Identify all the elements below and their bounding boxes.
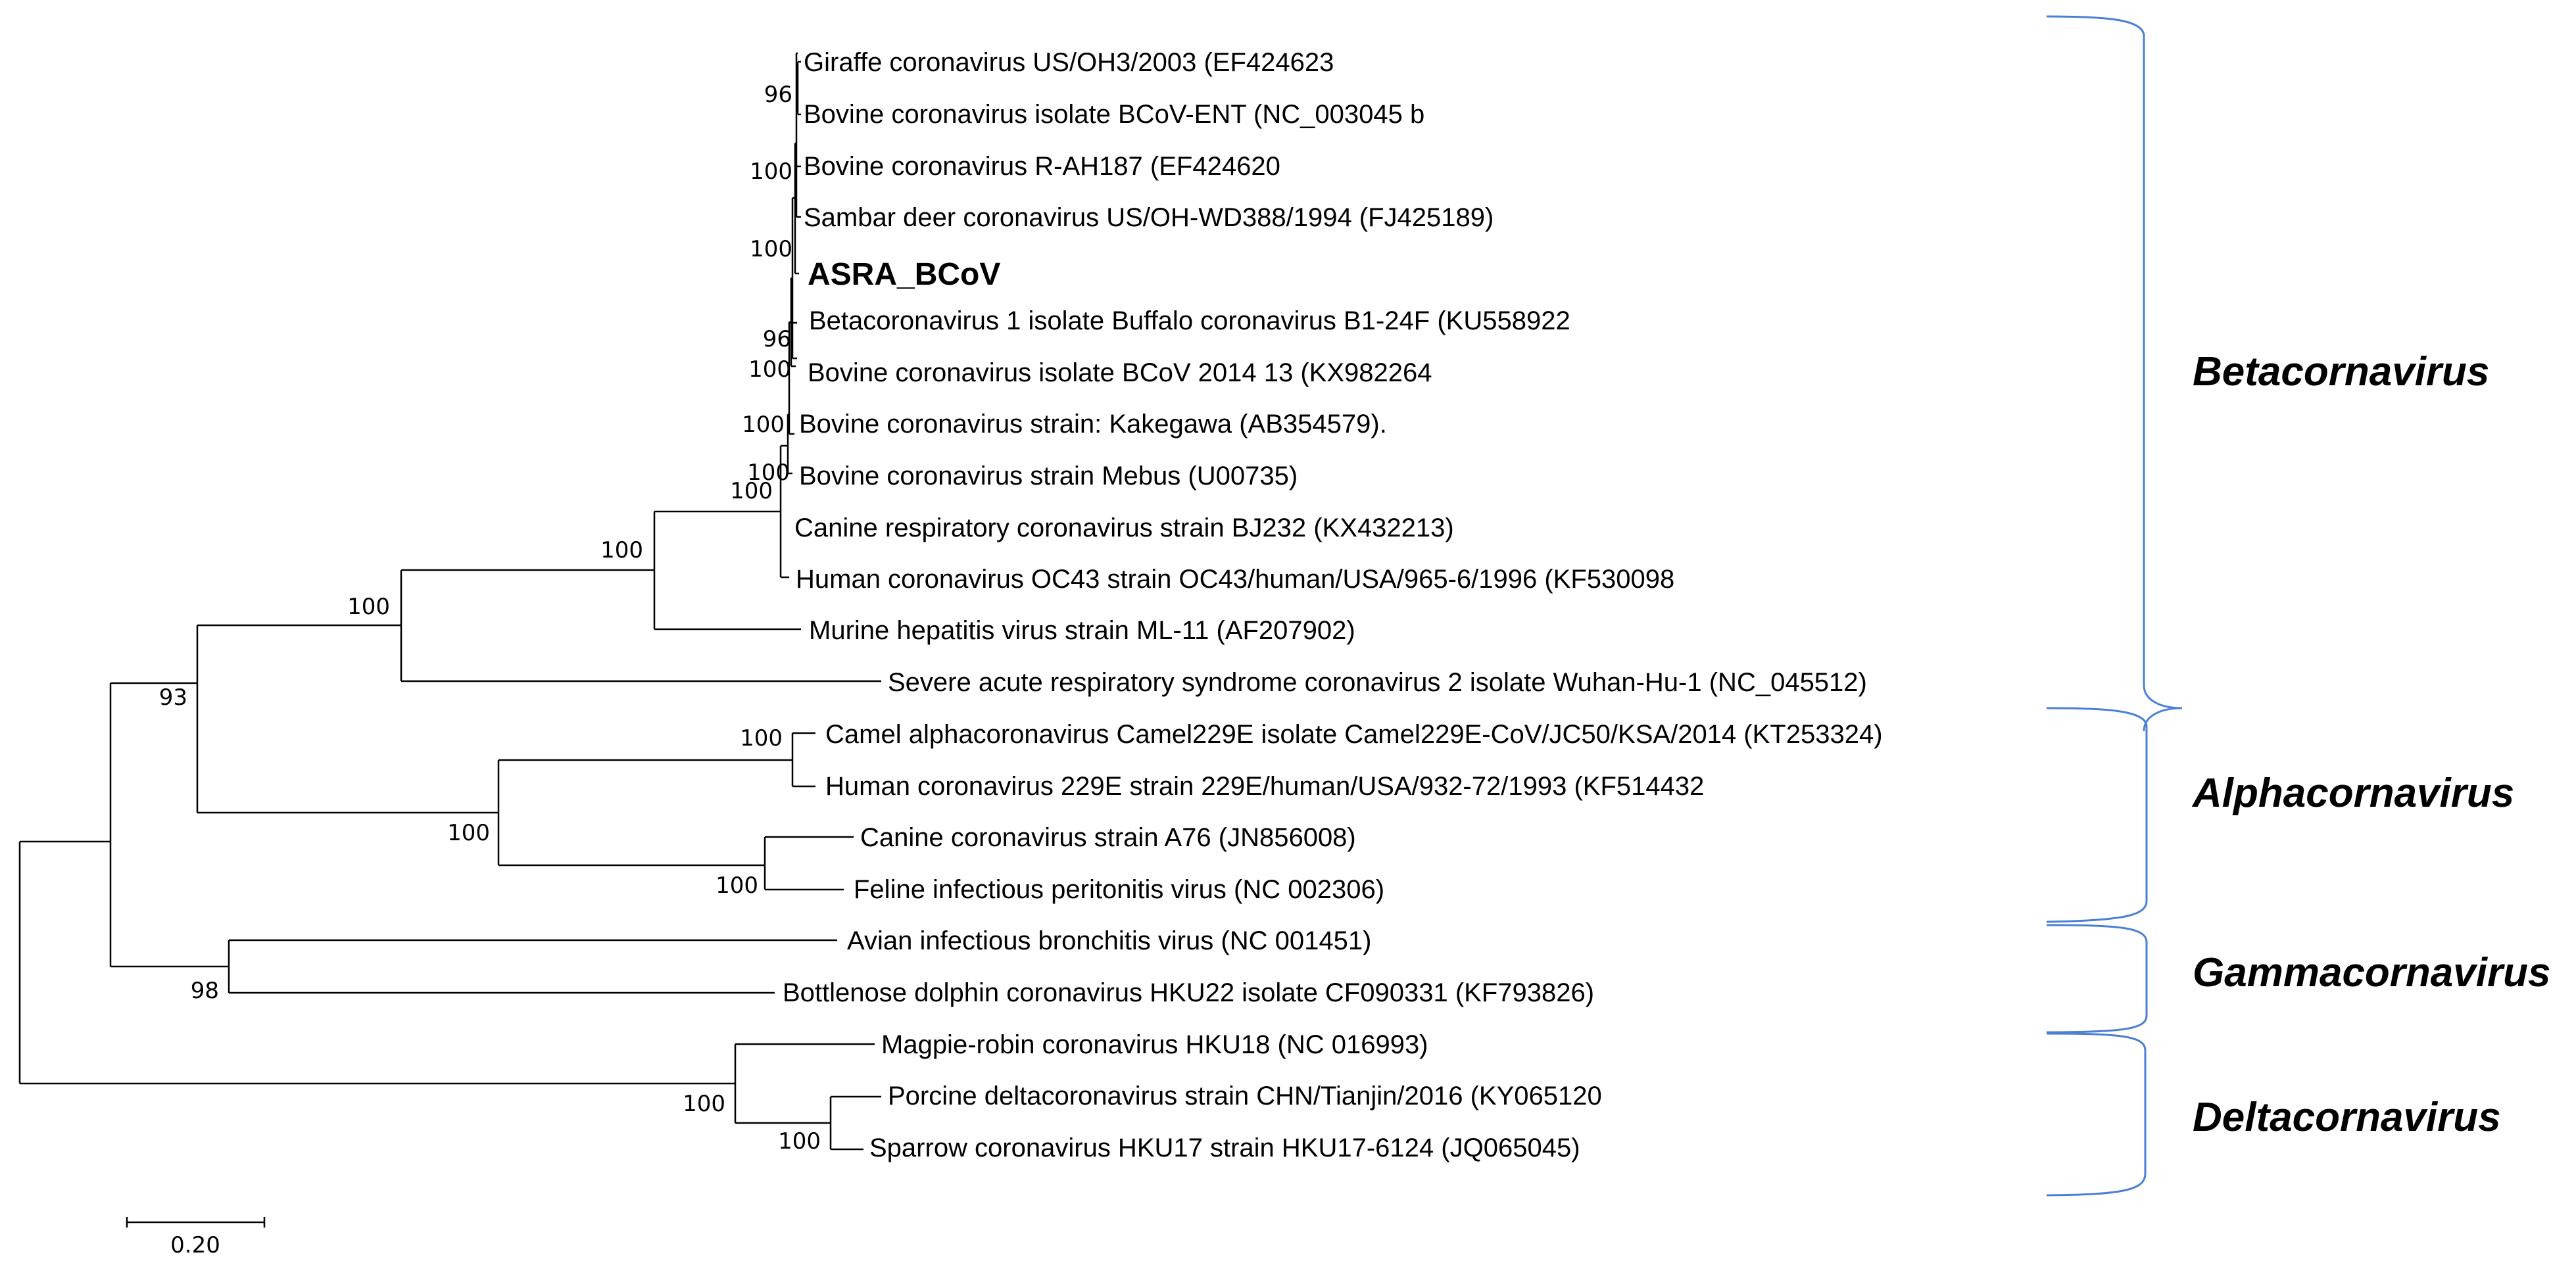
taxon-label: Camel alphacoronavirus Camel229E isolate…: [825, 720, 1883, 749]
support-value: 100: [740, 725, 783, 752]
genus-label-gamma: Gammacornavirus: [2193, 950, 2550, 995]
tree-branches: [18, 52, 881, 1151]
taxon-labels: Giraffe coronavirus US/OH3/2003 (EF42462…: [783, 48, 1883, 1162]
support-value: 100: [748, 356, 791, 383]
taxon-label: Murine hepatitis virus strain ML-11 (AF2…: [809, 616, 1355, 645]
taxon-label: Bovine coronavirus isolate BCoV 2014 13 …: [808, 358, 1432, 387]
taxon-label: Sparrow coronavirus HKU17 strain HKU17-6…: [869, 1134, 1580, 1162]
taxon-label: Human coronavirus 229E strain 229E/human…: [825, 772, 1704, 801]
genus-label-beta: Betacornavirus: [2193, 349, 2489, 394]
taxon-label: Human coronavirus OC43 strain OC43/human…: [796, 565, 1674, 594]
scale-bar-label: 0.20: [170, 1232, 220, 1258]
support-value: 100: [730, 478, 773, 504]
support-values: 96 100 100 96 100 100 100 100 100 100 93…: [159, 82, 821, 1155]
taxon-label: Canine respiratory coronavirus strain BJ…: [794, 513, 1454, 542]
clade-braces: [2046, 15, 2183, 1197]
support-value: 100: [747, 460, 790, 486]
scale-bar-line: [126, 1217, 266, 1228]
delta-brace: [2046, 1032, 2147, 1197]
support-value: 93: [159, 684, 187, 711]
taxon-label: Bovine coronavirus strain: Kakegawa (AB3…: [799, 410, 1387, 439]
genus-labels: Betacornavirus Alphacornavirus Gammacorn…: [2191, 349, 2550, 1140]
support-value: 100: [447, 820, 490, 846]
taxon-label: Bovine coronavirus R-AH187 (EF424620: [804, 152, 1280, 181]
support-value: 100: [750, 236, 792, 262]
genus-label-delta: Deltacornavirus: [2193, 1095, 2501, 1140]
alpha-brace: [2046, 707, 2148, 923]
beta-brace: [2046, 15, 2183, 732]
genus-label-alpha: Alphacornavirus: [2191, 771, 2514, 816]
taxon-label: Bovine coronavirus strain Mebus (U00735): [799, 462, 1298, 490]
gamma-brace: [2046, 924, 2148, 1034]
support-value: 100: [716, 872, 758, 899]
scale-bar: 0.20: [126, 1217, 266, 1258]
support-value: 100: [600, 537, 643, 563]
taxon-label: Bovine coronavirus isolate BCoV-ENT (NC_…: [804, 100, 1424, 129]
taxon-label: Porcine deltacoronavirus strain CHN/Tian…: [888, 1082, 1602, 1110]
taxon-label: Sambar deer coronavirus US/OH-WD388/1994…: [804, 203, 1494, 232]
taxon-label: Betacoronavirus 1 isolate Buffalo corona…: [809, 306, 1570, 335]
support-value: 100: [778, 1128, 821, 1155]
taxon-label: Avian infectious bronchitis virus (NC 00…: [847, 926, 1371, 955]
taxon-label: Severe acute respiratory syndrome corona…: [888, 668, 1867, 697]
support-value: 100: [347, 594, 390, 620]
support-value: 96: [763, 326, 791, 352]
taxon-label: Feline infectious peritonitis virus (NC …: [854, 875, 1384, 904]
taxon-label: Giraffe coronavirus US/OH3/2003 (EF42462…: [804, 48, 1334, 77]
taxon-label: Magpie-robin coronavirus HKU18 (NC 01699…: [881, 1030, 1428, 1059]
highlighted-taxon-label: ASRA_BCoV: [808, 257, 1000, 292]
support-value: 100: [742, 412, 785, 438]
support-value: 96: [764, 82, 792, 108]
taxon-label: Canine coronavirus strain A76 (JN856008): [860, 823, 1356, 852]
support-value: 98: [191, 978, 219, 1004]
support-value: 100: [683, 1091, 725, 1117]
support-value: 100: [750, 158, 792, 185]
taxon-label: Bottlenose dolphin coronavirus HKU22 iso…: [783, 978, 1594, 1007]
